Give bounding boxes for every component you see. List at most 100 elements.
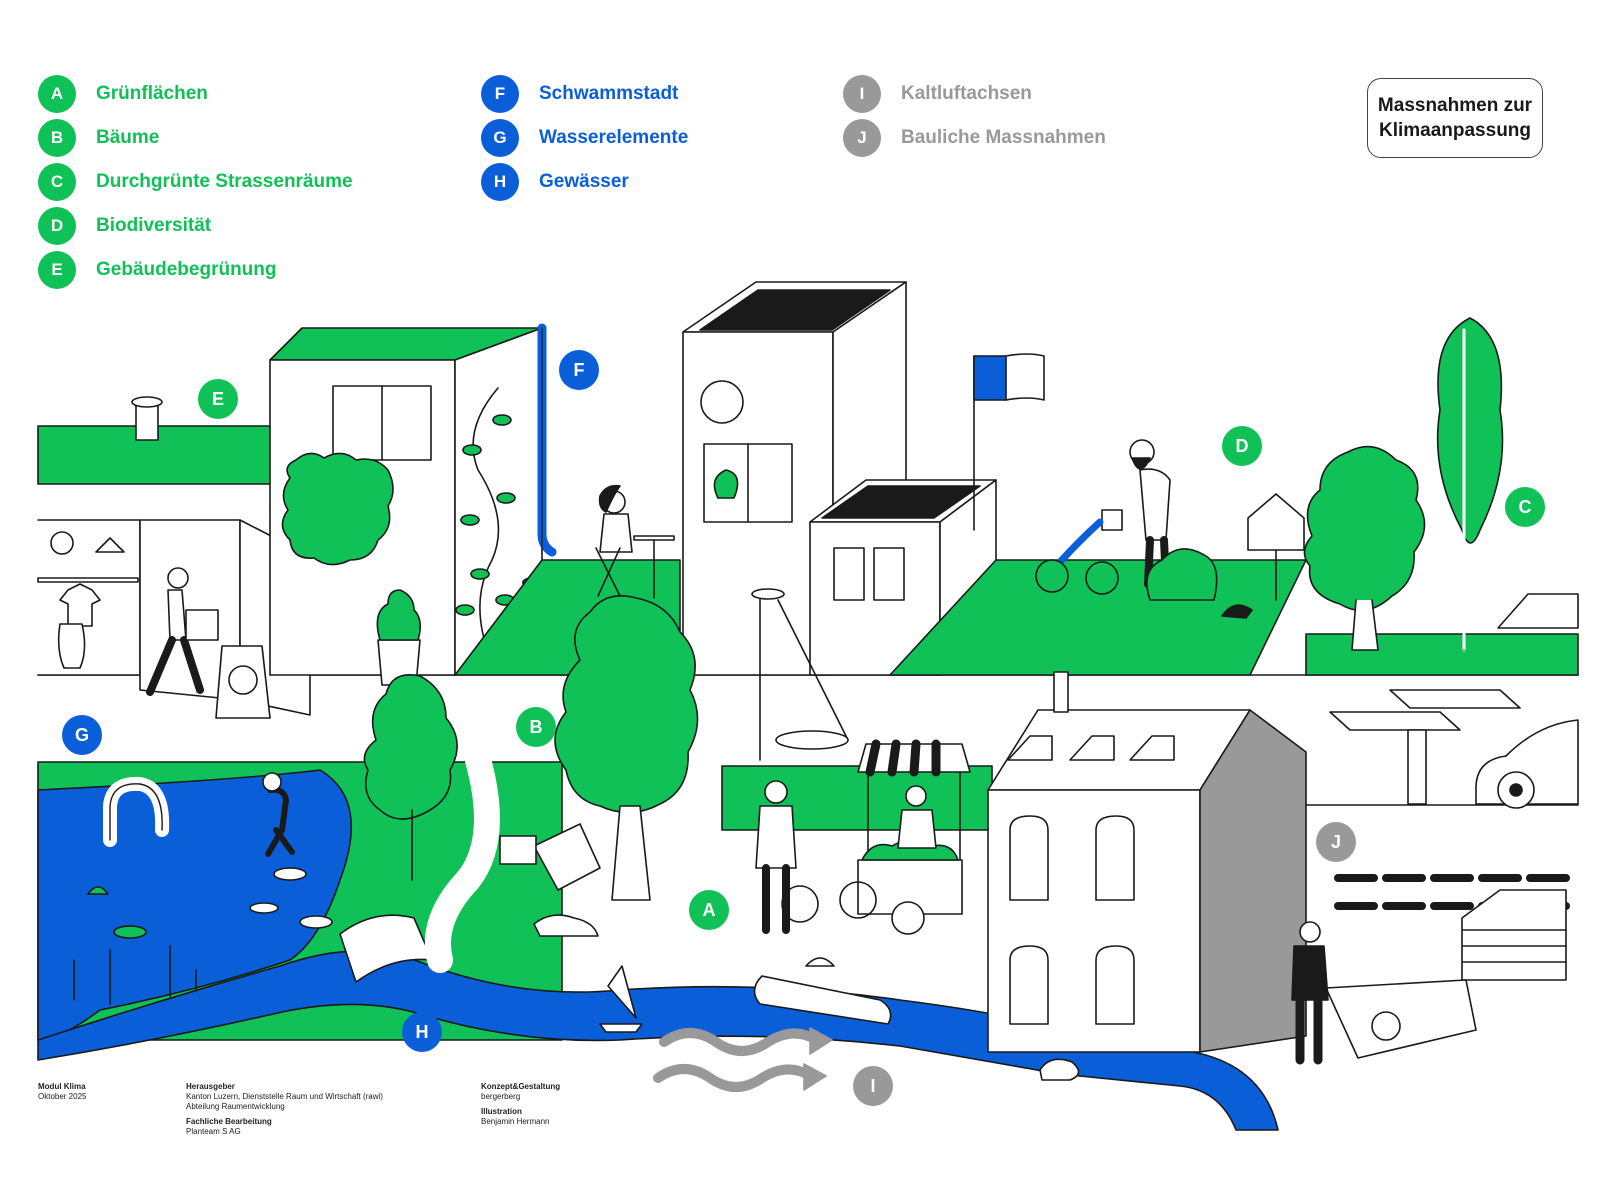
cold-air-arrow-1 (659, 1028, 821, 1056)
tshirt (59, 583, 101, 627)
sidewalk-sign (215, 645, 271, 719)
legend-badge-c: C (38, 163, 76, 201)
scene-marker-e: E (198, 379, 238, 419)
seagull (805, 957, 835, 967)
insect-hotel (1247, 493, 1305, 551)
credits-module: Modul Klima Oktober 2025 (38, 1082, 86, 1102)
cabbage-2 (1085, 561, 1119, 595)
lumber-stack (1461, 889, 1567, 981)
poster-title-line1: Massnahmen zur (1377, 95, 1533, 116)
hedgehog (1221, 604, 1253, 619)
credits-publisher: Herausgeber Kanton Luzern, Dienststelle … (186, 1082, 383, 1137)
credits-concept-heading: Konzept&Gestaltung (481, 1082, 561, 1091)
path-park (424, 747, 500, 973)
legend-blue-group: F Schwammstadt G Wasserelemente H Gewäss… (481, 72, 688, 204)
scene-marker-g: G (62, 715, 102, 755)
person-head-shop (167, 567, 189, 589)
scene-marker-a: A (689, 890, 729, 930)
lily-pad (113, 925, 147, 939)
tree-b-big-trunk (611, 805, 651, 901)
legend-item-f: F Schwammstadt (481, 72, 688, 116)
vase (57, 623, 86, 669)
street-lamp-head (751, 588, 785, 600)
legend-badge-h: H (481, 163, 519, 201)
customer-body (755, 805, 797, 869)
legend-badge-d: D (38, 207, 76, 245)
street-lawn-right (1305, 633, 1579, 676)
legend-item-i: I Kaltluftachsen (843, 72, 1106, 116)
poster-title-line2: Klimaanpassung (1378, 120, 1532, 141)
tree-b-1 (363, 674, 458, 820)
stepping-stone-1 (273, 867, 307, 881)
legend-label-b: Bäume (96, 127, 160, 148)
legend-gray-group: I Kaltluftachsen J Bauliche Massnahmen (843, 72, 1106, 160)
floating-log (753, 975, 892, 1025)
vendor-body (897, 809, 937, 849)
legend-badge-i: I (843, 75, 881, 113)
parking-lines (1329, 689, 1521, 731)
solar-panels-2 (821, 485, 981, 519)
legend-badge-g: G (481, 119, 519, 157)
recycle-symbol (1371, 1011, 1401, 1041)
credits-illustration-heading: Illustration (481, 1107, 522, 1116)
window-plant (713, 469, 739, 499)
legend-item-c: C Durchgrünte Strassenräume (38, 160, 353, 204)
legend-label-j: Bauliche Massnahmen (901, 127, 1106, 148)
cafe-woman-hair (598, 484, 621, 513)
legend-label-f: Schwammstadt (539, 83, 679, 104)
person-body-shop (167, 589, 187, 641)
recycle-container (1325, 979, 1477, 1059)
vendor-head (905, 785, 927, 807)
legend-label-h: Gewässer (539, 171, 629, 192)
gardener-beard (1131, 457, 1151, 470)
scene-marker-f: F (559, 350, 599, 390)
rain-pipe (537, 323, 557, 557)
stepping-stone-2 (249, 902, 279, 914)
garden-shrub (1146, 548, 1218, 601)
bike-wheel-rear (781, 885, 819, 923)
legend-badge-f: F (481, 75, 519, 113)
charging-station (1407, 729, 1427, 805)
person-legs-shop (146, 636, 204, 696)
cabbage-1 (1035, 559, 1069, 593)
hanging-lamp-2 (95, 537, 125, 553)
legend-label-a: Grünflächen (96, 83, 208, 104)
legend-label-d: Biodiversität (96, 215, 212, 236)
legend-badge-a: A (38, 75, 76, 113)
flag-blue (973, 355, 1007, 401)
scene-marker-c: C (1505, 487, 1545, 527)
cart-wheel (891, 901, 925, 935)
credits-module-title: Modul Klima (38, 1082, 86, 1091)
scene-marker-j: J (1316, 822, 1356, 862)
cold-air-arrow-2 (653, 1064, 815, 1092)
scene-marker-i: I (853, 1066, 893, 1106)
legend-item-b: B Bäume (38, 116, 353, 160)
legend-item-g: G Wasserelemente (481, 116, 688, 160)
worker-body (1291, 945, 1329, 1001)
legend-label-g: Wasserelemente (539, 127, 689, 148)
water-stream (1056, 518, 1104, 566)
customer-legs (762, 864, 790, 934)
shop-shelf (37, 577, 139, 583)
cafe-woman-body (599, 513, 633, 553)
street-lamp-light (777, 599, 849, 741)
bike-wheel-front (839, 881, 877, 919)
chimney (1053, 671, 1069, 713)
credits-technical-name: Planteam S AG (186, 1127, 241, 1136)
customer-head (764, 780, 788, 804)
round-window (700, 380, 744, 424)
duck (1039, 1058, 1080, 1081)
hanging-lamp (50, 531, 74, 555)
bench (1497, 593, 1579, 629)
tree-c-round-trunk (1351, 599, 1379, 651)
scene-marker-d: D (1222, 426, 1262, 466)
credits-concept-name: bergerberg (481, 1092, 521, 1101)
gardener-body (1139, 468, 1171, 541)
watering-can (1101, 509, 1123, 531)
climbing-plant-stem (472, 387, 500, 653)
legend-item-j: J Bauliche Massnahmen (843, 116, 1106, 160)
worker-legs (1295, 995, 1323, 1065)
credits-technical-heading: Fachliche Bearbeitung (186, 1117, 272, 1126)
credits-publisher-line2: Abteilung Raumentwicklung (186, 1102, 285, 1111)
legend-label-i: Kaltluftachsen (901, 83, 1032, 104)
